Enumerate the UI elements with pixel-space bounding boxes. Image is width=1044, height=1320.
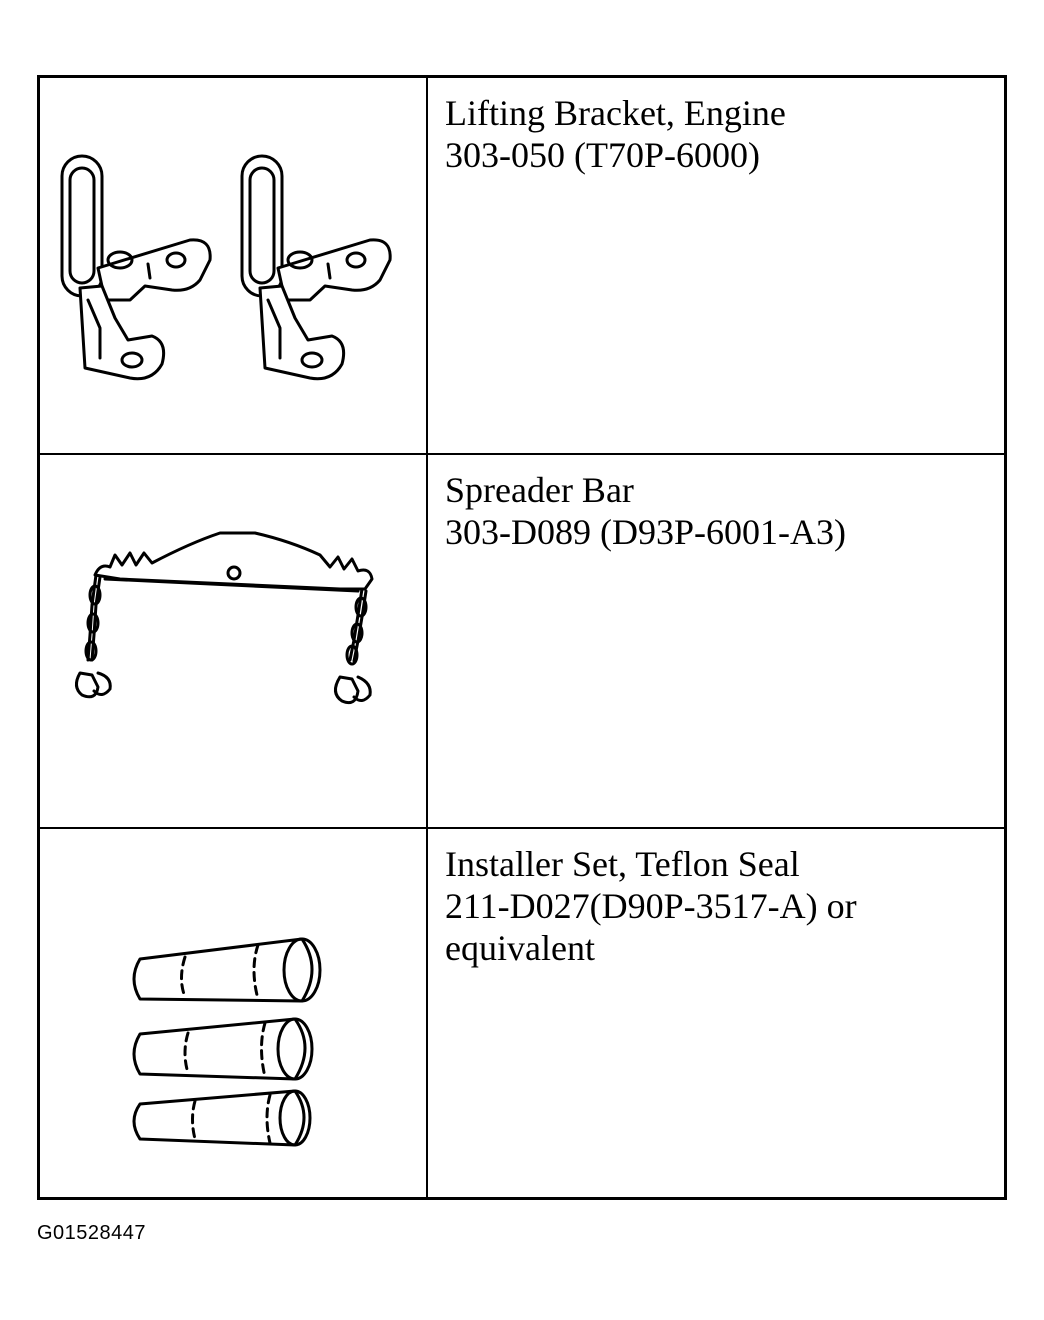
tool-name: Spreader Bar xyxy=(445,470,634,510)
tool-number: 303-D089 (D93P-6001-A3) xyxy=(445,512,846,552)
tool-description: Installer Set, Teflon Seal 211-D027(D90P… xyxy=(445,843,985,969)
seal-installer-icon xyxy=(40,829,426,1197)
tool-extra: equivalent xyxy=(445,928,595,968)
column-divider xyxy=(426,455,428,827)
special-tools-table: Lifting Bracket, Engine 303-050 (T70P-60… xyxy=(37,75,1007,1200)
tool-name: Lifting Bracket, Engine xyxy=(445,93,786,133)
tool-row-spreader-bar: Spreader Bar 303-D089 (D93P-6001-A3) xyxy=(40,455,1004,829)
tool-number: 303-050 (T70P-6000) xyxy=(445,135,760,175)
tool-number: 211-D027(D90P-3517-A) or xyxy=(445,886,857,926)
tool-description: Spreader Bar 303-D089 (D93P-6001-A3) xyxy=(445,469,985,553)
tool-description: Lifting Bracket, Engine 303-050 (T70P-60… xyxy=(445,92,985,176)
column-divider xyxy=(426,829,428,1197)
spreader-bar-icon xyxy=(40,455,426,827)
tool-row-lifting-bracket: Lifting Bracket, Engine 303-050 (T70P-60… xyxy=(40,78,1004,455)
figure-id: G01528447 xyxy=(37,1222,147,1244)
tool-name: Installer Set, Teflon Seal xyxy=(445,844,800,884)
tool-row-installer-set: Installer Set, Teflon Seal 211-D027(D90P… xyxy=(40,829,1004,1197)
lifting-bracket-icon xyxy=(40,78,426,453)
column-divider xyxy=(426,78,428,453)
